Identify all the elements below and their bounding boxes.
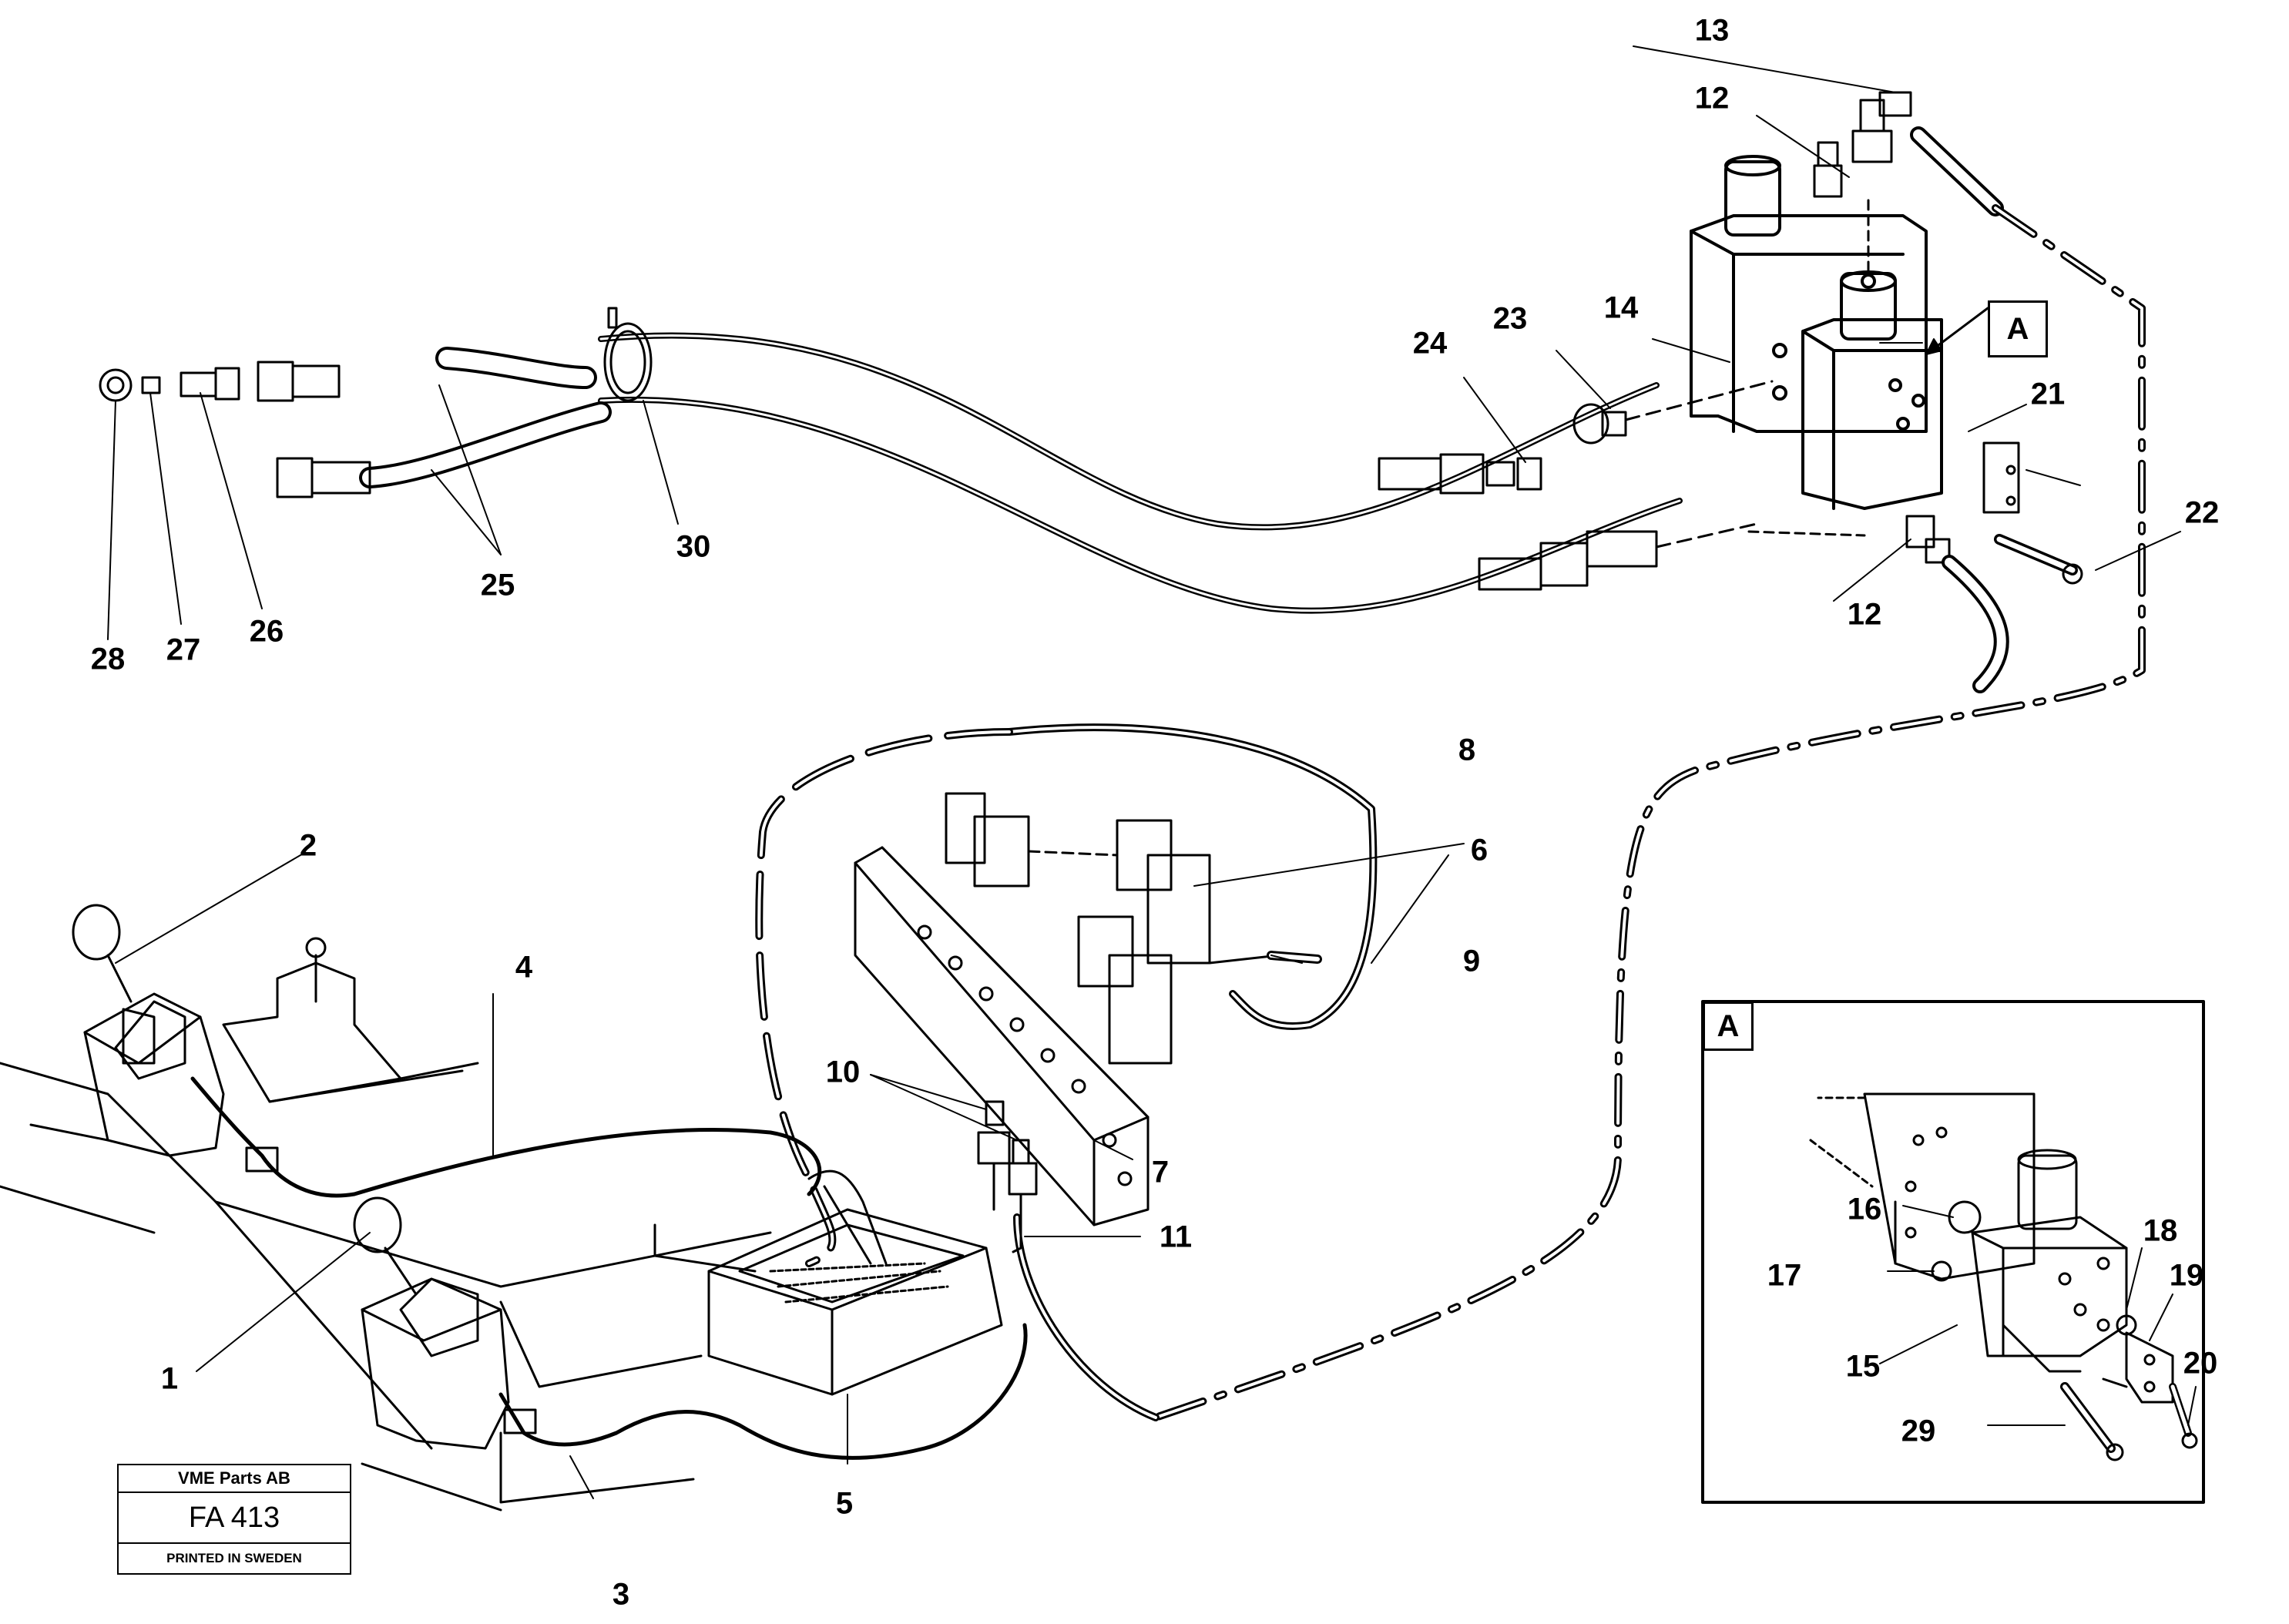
- callout-29: 29: [1901, 1414, 1936, 1448]
- leader-lines-top-left: [107, 384, 679, 640]
- connectors-10-11: [977, 1100, 1038, 1253]
- callout-11: 11: [1159, 1220, 1193, 1254]
- relay-base-and-relays: [854, 792, 1322, 1226]
- detail-panel-a: [1701, 1000, 2205, 1504]
- callout-27: 27: [166, 632, 201, 667]
- fitting-chain-left: [99, 361, 371, 498]
- callout-21: 21: [2030, 377, 2066, 411]
- callout-17: 17: [1767, 1258, 1802, 1293]
- detail-panel-label: A: [1703, 1002, 1754, 1051]
- fittings-23-24: [1378, 380, 1774, 591]
- callout-24: 24: [1412, 326, 1448, 361]
- callout-2: 2: [299, 828, 317, 863]
- console-background: [222, 937, 757, 1504]
- callout-15: 15: [1845, 1349, 1881, 1384]
- cable-3: [498, 1323, 1028, 1460]
- hose-pair-upper: [359, 332, 1683, 614]
- stamp-printed: PRINTED IN SWEDEN: [166, 1551, 302, 1565]
- callout-12-top: 12: [1694, 81, 1730, 116]
- callout-26: 26: [249, 614, 284, 649]
- control-box: [707, 1169, 1003, 1396]
- callout-30: 30: [676, 529, 711, 564]
- callout-28: 28: [90, 642, 126, 676]
- joystick-left: [0, 904, 772, 1450]
- callout-22: 22: [2184, 495, 2220, 530]
- joystick-right: [353, 1196, 510, 1512]
- callout-4: 4: [515, 950, 533, 985]
- fittings-12-13: [1813, 91, 2004, 275]
- hose-clamp: [603, 307, 653, 402]
- callout-18: 18: [2143, 1213, 2178, 1248]
- publisher-stamp: VME Parts AB FA 413 PRINTED IN SWEDEN: [117, 1464, 351, 1575]
- callout-25: 25: [480, 568, 515, 602]
- callout-1: 1: [160, 1361, 179, 1396]
- pilot-line-right: [1152, 204, 2146, 1421]
- callout-12-bottom: 12: [1847, 597, 1882, 632]
- callout-16: 16: [1847, 1192, 1882, 1226]
- leader-lines-middle: [115, 45, 2181, 1499]
- callout-9: 9: [1462, 944, 1481, 978]
- callout-14: 14: [1603, 290, 1639, 325]
- callout-23: 23: [1492, 301, 1528, 336]
- callout-20: 20: [2183, 1346, 2218, 1381]
- fitting-12-lower: [1747, 515, 2009, 693]
- detail-reference-box: A: [1988, 300, 2048, 357]
- leader-lines-detail: [1879, 1205, 2197, 1426]
- callout-7: 7: [1151, 1155, 1170, 1189]
- arrow-box-a: [1925, 338, 1942, 355]
- callout-13: 13: [1694, 13, 1730, 48]
- callout-5: 5: [835, 1486, 854, 1521]
- callout-19: 19: [2169, 1258, 2204, 1293]
- callout-8: 8: [1458, 733, 1476, 767]
- callout-10: 10: [825, 1055, 861, 1089]
- cable-4: [190, 1076, 822, 1198]
- callout-3: 3: [612, 1577, 630, 1612]
- stamp-company: VME Parts AB: [119, 1465, 350, 1493]
- valve-block: [1690, 155, 1943, 510]
- stamp-code: FA 413: [119, 1493, 350, 1544]
- callout-6: 6: [1470, 833, 1489, 867]
- block-21-bolt-22: [1982, 441, 2083, 585]
